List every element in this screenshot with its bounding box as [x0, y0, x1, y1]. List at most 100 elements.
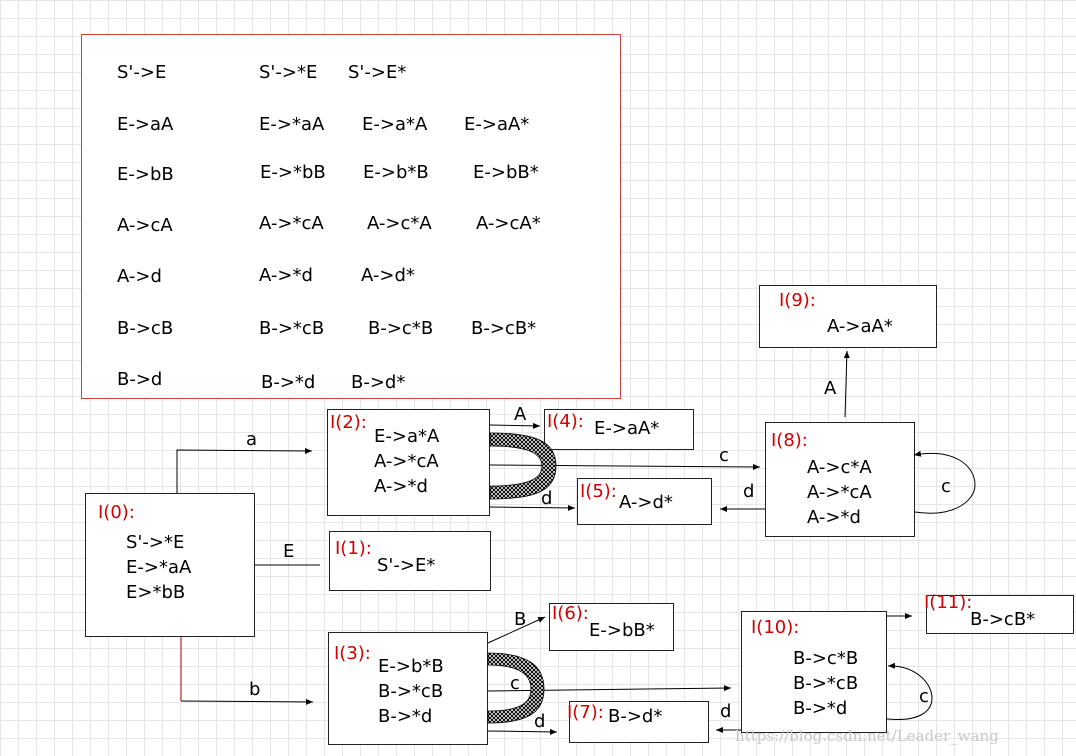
state-label-i4: I(4):: [547, 411, 584, 432]
edge-label-E: E: [283, 541, 295, 562]
lr-item: A->cA*: [476, 213, 541, 234]
state-i5: [577, 478, 712, 525]
state-label-i8: I(8):: [771, 430, 808, 451]
state-label-i3: I(3):: [334, 643, 371, 664]
edge-label-i8-d: d: [743, 481, 755, 502]
state-item: A->d*: [619, 492, 673, 513]
state-label-i2: I(2):: [330, 412, 367, 433]
edge-label-i2-d: d: [541, 488, 553, 509]
production: E->bB: [117, 164, 174, 185]
state-item: E->*aA: [126, 557, 192, 578]
state-i0: [85, 493, 255, 637]
state-item: E->b*B: [378, 656, 444, 677]
edge-label-i8-c: c: [941, 476, 951, 497]
state-i9: [759, 285, 937, 348]
edge-label-i3-B: B: [514, 609, 527, 630]
edge-label-i3-c: c: [510, 673, 520, 694]
edge-label-i3-d: d: [534, 711, 546, 732]
state-i8: [765, 422, 915, 537]
state-item: B->*d: [378, 706, 433, 727]
state-item: A->*d: [374, 476, 428, 497]
grammar-table-frame: [81, 34, 621, 399]
watermark: https://blog.csdn.net/Leader_wang: [735, 727, 999, 745]
production: A->cA: [117, 215, 173, 236]
state-item: B->cB*: [970, 609, 1036, 630]
state-item: E->a*A: [374, 426, 440, 447]
state-item: S'->*E: [126, 532, 185, 553]
state-i6: [549, 603, 674, 651]
edge-i2-c: [489, 463, 761, 470]
state-label-i11: I(11):: [924, 592, 973, 613]
state-item: A->aA*: [827, 316, 893, 337]
lr-item: A->c*A: [367, 213, 432, 234]
state-item: E>*bB: [126, 582, 186, 603]
edge-i8-c-loop: [913, 450, 976, 514]
edge-i10-c-loop: [886, 662, 933, 721]
state-label-i10: I(10):: [751, 617, 800, 638]
edge-i3-d: [487, 728, 558, 735]
state-i4: [544, 409, 694, 450]
state-label-i9: I(9):: [779, 290, 816, 311]
lr-item: A->*d: [259, 265, 313, 286]
state-label-i7: I(7):: [567, 702, 604, 723]
lr-item: E->bB*: [473, 162, 539, 183]
production: S'->E: [117, 62, 167, 83]
state-i11: [926, 595, 1074, 634]
edge-label-i2-c: c: [719, 445, 729, 466]
edge-label-a: a: [246, 429, 258, 450]
edge-b: [180, 698, 314, 705]
state-item: B->*cB: [793, 673, 859, 694]
lr-item: B->*d: [261, 372, 316, 393]
i3-hatch-band: [487, 652, 545, 724]
edge-label-i10-d: d: [720, 701, 732, 722]
state-item: B->*cB: [378, 681, 444, 702]
state-item: S'->E*: [377, 555, 436, 576]
lr-item: E->aA*: [464, 114, 530, 135]
lr-item: S'->*E: [259, 62, 318, 83]
lr-item: A->d*: [361, 265, 415, 286]
state-item: B->c*B: [793, 648, 859, 669]
state-item: A->*cA: [374, 451, 439, 472]
edge-i8-A: [843, 350, 850, 418]
production: B->d: [117, 369, 163, 390]
state-item: B->*d: [793, 698, 848, 719]
edge-i2-d: [489, 504, 576, 511]
edge-i3-c: [487, 685, 732, 692]
edge-a: [176, 447, 313, 493]
state-item: A->*d: [807, 507, 861, 528]
state-label-i5: I(5):: [580, 481, 617, 502]
lr-item: E->b*B: [363, 162, 429, 183]
lr-item: E->*aA: [259, 114, 325, 135]
lr-item: B->cB*: [471, 318, 537, 339]
edge-i3-B: [487, 616, 546, 644]
state-i1: [329, 531, 491, 591]
state-i3: [328, 632, 488, 745]
state-label-i6: I(6):: [552, 603, 589, 624]
state-item: A->*cA: [807, 482, 872, 503]
state-item: E->aA*: [594, 418, 660, 439]
edge-label-i2-A: A: [514, 404, 527, 425]
state-i2: [327, 409, 490, 516]
lr-item: B->d*: [351, 372, 406, 393]
state-label-i0: I(0):: [98, 502, 135, 523]
edge-label-b: b: [249, 679, 261, 700]
state-label-i1: I(1):: [335, 538, 372, 559]
state-item: B->d*: [608, 706, 663, 727]
lr-item: E->a*A: [362, 114, 428, 135]
lr-item: B->c*B: [368, 318, 434, 339]
edge-label-i10-c: c: [919, 686, 929, 707]
state-item: A->c*A: [807, 457, 872, 478]
lr-item: A->*cA: [259, 213, 324, 234]
edge-i2-A: [489, 422, 541, 429]
edge-label-i8-A: A: [824, 378, 837, 399]
i2-hatch-band: [489, 432, 557, 500]
state-i7: [569, 701, 709, 743]
state-item: E->bB*: [589, 620, 655, 641]
lr-item: S'->E*: [348, 62, 407, 83]
production: B->cB: [117, 318, 174, 339]
production: E->aA: [117, 114, 174, 135]
production: A->d: [117, 266, 162, 287]
lr-item: B->*cB: [259, 318, 325, 339]
